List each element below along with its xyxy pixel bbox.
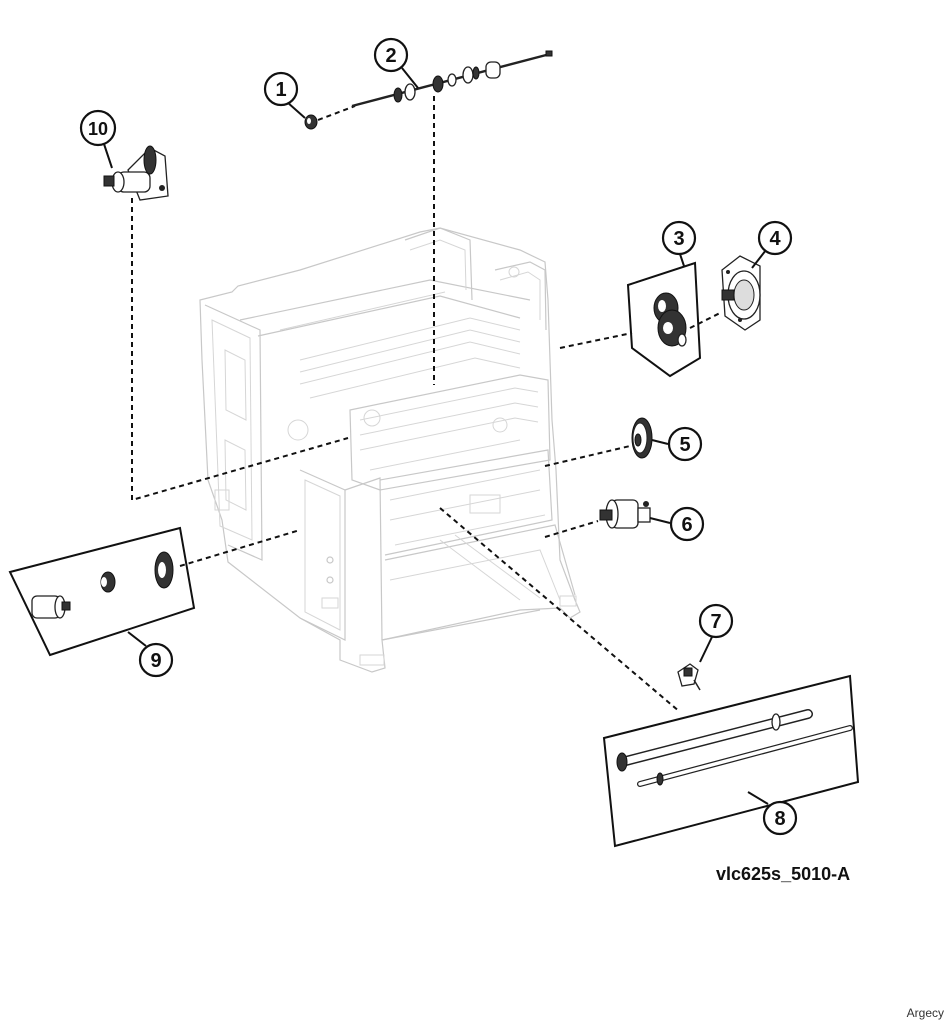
printer-frame: [199, 227, 581, 673]
callout-10-label: 10: [88, 119, 108, 139]
callout-2: 2: [373, 37, 419, 89]
callout-7: 7: [698, 603, 734, 663]
callout-2-label: 2: [385, 45, 396, 67]
part-4-motor: [721, 255, 761, 331]
callout-9: 9: [127, 631, 174, 678]
callout-3-label: 3: [673, 228, 684, 250]
part-2-roller-shaft: [351, 50, 553, 108]
callout-1: 1: [263, 71, 306, 119]
callout-8-label: 8: [774, 808, 785, 830]
leader-3-4: [559, 332, 633, 349]
part-8-roller-kit: [602, 674, 860, 848]
part-5-gear: [631, 417, 653, 459]
part-3-gear-assembly: [626, 261, 702, 378]
leader-6: [544, 520, 599, 538]
callout-1-label: 1: [275, 79, 286, 101]
figure-id: vlc625s_5010-A: [716, 864, 851, 884]
callout-9-label: 9: [150, 650, 161, 672]
callout-3: 3: [661, 220, 697, 267]
leader-9: [179, 529, 301, 567]
callout-5: 5: [651, 426, 703, 462]
callout-10: 10: [79, 109, 117, 169]
leader-8: [439, 507, 681, 713]
callout-6-label: 6: [681, 514, 692, 536]
part-9-drive-assembly: [8, 526, 196, 657]
leader-lines: [131, 96, 723, 713]
callout-8: 8: [747, 791, 798, 836]
part-6-motor: [599, 499, 651, 529]
callout-5-label: 5: [679, 434, 690, 456]
leader-4: [689, 311, 723, 329]
watermark: Argecy: [906, 1006, 944, 1020]
callout-6: 6: [649, 506, 705, 542]
callout-7-label: 7: [710, 611, 721, 633]
leader-5: [544, 445, 631, 467]
part-1-small-gear: [304, 114, 318, 130]
leader-10: [131, 198, 349, 502]
part-7-sensor: [677, 663, 701, 691]
part-10-motor-bracket: [103, 145, 169, 201]
leader-1: [317, 105, 356, 121]
callout-4-label: 4: [769, 228, 781, 250]
callout-4: 4: [751, 220, 793, 269]
